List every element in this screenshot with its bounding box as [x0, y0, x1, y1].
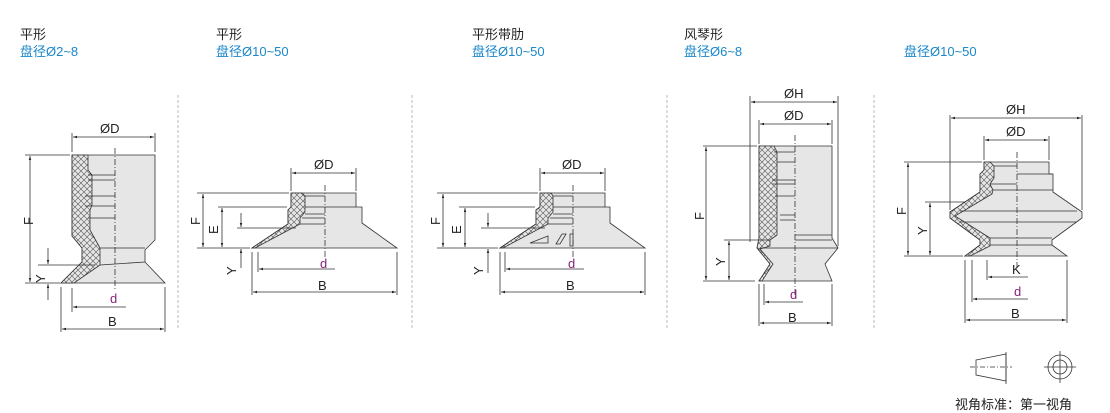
dim-label-k: K: [1012, 262, 1021, 277]
dim-label-od: ØD: [1006, 124, 1026, 139]
dim-label-f: F: [21, 217, 36, 225]
dim-label-y: Y: [915, 226, 930, 235]
dim-label-b: B: [788, 310, 797, 325]
dim-label-oh: ØH: [1006, 102, 1026, 117]
drawing-flat-large: [197, 168, 399, 295]
range-label: 盘径Ø10~50: [472, 44, 545, 59]
column-header-4: 风琴形 盘径Ø6~8: [684, 26, 742, 60]
projection-caption: 视角标准：第一视角: [955, 397, 1073, 412]
column-header-2: 平形 盘径Ø10~50: [216, 26, 289, 60]
dim-label-od: ØD: [784, 108, 804, 123]
dim-label-d: d: [790, 287, 797, 302]
dim-label-od: ØD: [100, 121, 120, 136]
dim-label-b: B: [1011, 306, 1020, 321]
dim-label-y: Y: [224, 266, 239, 275]
dim-label-od: ØD: [562, 157, 582, 172]
range-label: 盘径Ø2~8: [20, 44, 79, 59]
dim-label-d: d: [1014, 284, 1021, 299]
range-label: 盘径Ø6~8: [684, 44, 743, 59]
type-label: 平形: [216, 27, 243, 42]
drawing-bellows-small: [703, 96, 839, 326]
first-angle-projection-icon: [970, 351, 1076, 384]
drawing-flat-small: [25, 133, 166, 332]
dim-label-y: Y: [33, 274, 48, 283]
column-header-5: 盘径Ø10~50: [904, 26, 977, 60]
drawing-bellows-large: [904, 115, 1083, 323]
column-dividers: [177, 95, 875, 330]
dim-label-f: F: [692, 212, 707, 220]
dim-label-f: F: [894, 207, 909, 215]
type-label: 风琴形: [684, 27, 724, 42]
dim-label-y: Y: [713, 257, 728, 266]
dim-label-oh: ØH: [784, 86, 804, 101]
type-label: 平形带肋: [472, 27, 525, 42]
dim-label-e: E: [206, 225, 221, 234]
dim-label-od: ØD: [314, 157, 334, 172]
range-label: 盘径Ø10~50: [904, 44, 977, 59]
dim-label-b: B: [108, 314, 117, 329]
dim-label-f: F: [428, 217, 443, 225]
dim-label-d: d: [110, 291, 117, 306]
drawing-flat-ribbed: [437, 168, 647, 295]
dim-label-f: F: [188, 217, 203, 225]
dim-label-b: B: [566, 278, 575, 293]
dim-label-b: B: [318, 278, 327, 293]
column-header-1: 平形 盘径Ø2~8: [20, 26, 78, 60]
range-label: 盘径Ø10~50: [216, 44, 289, 59]
dim-label-d: d: [568, 256, 575, 271]
dim-label-e: E: [449, 225, 464, 234]
dim-label-y: Y: [471, 266, 486, 275]
dim-label-d: d: [320, 256, 327, 271]
type-label: 平形: [20, 27, 47, 42]
column-header-3: 平形带肋 盘径Ø10~50: [472, 26, 545, 60]
